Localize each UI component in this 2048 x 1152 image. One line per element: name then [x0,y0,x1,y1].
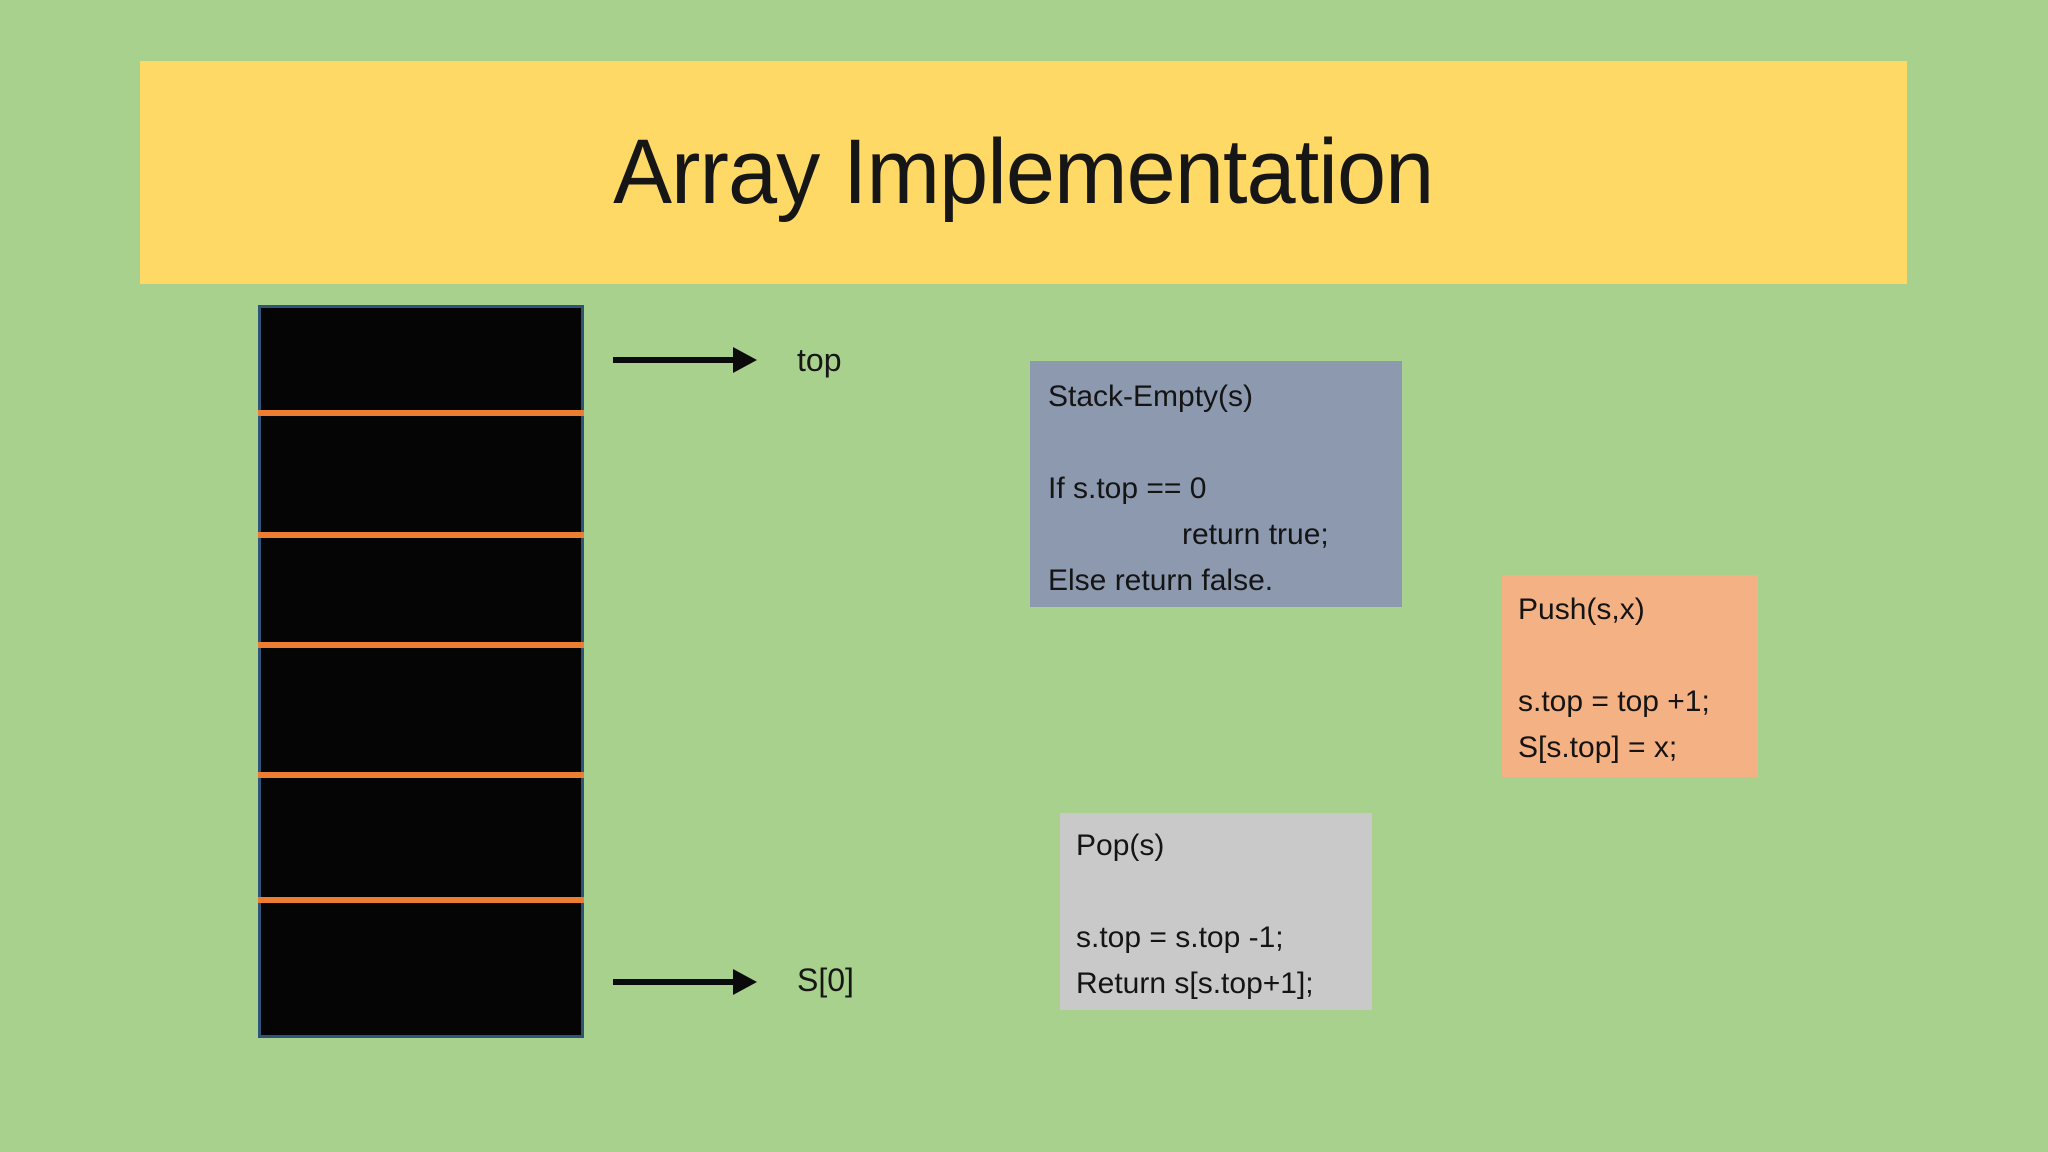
title-banner: Array Implementation [140,61,1907,284]
box-heading: Push(s,x) [1518,593,1645,626]
stack-divider [258,410,584,416]
top-pointer-label: top [797,342,842,378]
blank-line [1048,420,1402,466]
bottom-pointer-arrow-icon [613,969,757,995]
arrow-head [733,969,757,995]
blank-line [1518,633,1758,679]
blank-line [1076,869,1372,915]
code-line: If s.top == 0 [1048,472,1207,505]
stack-divider [258,897,584,903]
code-line: S[s.top] = x; [1518,731,1678,764]
stack-divider [258,642,584,648]
arrow-shaft [613,357,735,363]
code-line: s.top = top +1; [1518,685,1710,718]
code-line: s.top = s.top -1; [1076,921,1284,954]
push-pseudocode-box: Push(s,x) s.top = top +1; S[s.top] = x; [1502,575,1758,777]
code-line: Return s[s.top+1]; [1076,967,1314,1000]
stack-empty-pseudocode-box: Stack-Empty(s) If s.top == 0 return true… [1030,361,1402,607]
stack-divider [258,532,584,538]
top-pointer-arrow-icon [613,347,757,373]
arrow-shaft [613,979,735,985]
code-line: Else return false. [1048,564,1274,597]
box-heading: Pop(s) [1076,829,1165,862]
stack-divider [258,772,584,778]
box-heading: Stack-Empty(s) [1048,380,1254,413]
slide-title: Array Implementation [613,121,1434,223]
pop-pseudocode-box: Pop(s) s.top = s.top -1; Return s[s.top+… [1060,813,1372,1010]
stack-diagram [258,305,584,1038]
bottom-pointer-label: S[0] [797,962,854,998]
code-line: return true; [1182,518,1329,551]
arrow-head [733,347,757,373]
